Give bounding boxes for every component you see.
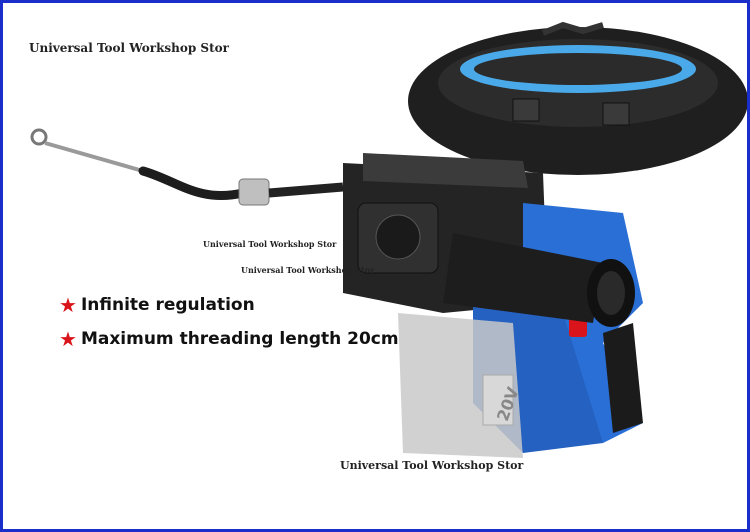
star-icon: ★ [59, 293, 77, 317]
watermark-top: Universal Tool Workshop Stor [29, 41, 229, 55]
watermark-bottom: Universal Tool Workshop Stor [340, 459, 524, 472]
side-handle [443, 233, 635, 327]
flexible-shaft [30, 128, 344, 206]
feature-text: Maximum threading length 20cm [80, 329, 399, 349]
electric-threading-tool-illustration: 20V [30, 21, 747, 458]
star-icon: ★ [59, 327, 77, 351]
feature-max-threading-length: ★ Maximum threading length 20cm [59, 329, 399, 349]
cable-reel [408, 21, 747, 175]
watermark-middle-2: Universal Tool Workshop Stor [241, 265, 375, 275]
battery-pack: 20V [398, 313, 523, 458]
watermark-middle-1: Universal Tool Workshop Stor [203, 239, 337, 249]
feature-infinite-regulation: ★ Infinite regulation [59, 295, 255, 315]
feature-text: Infinite regulation [80, 295, 255, 315]
